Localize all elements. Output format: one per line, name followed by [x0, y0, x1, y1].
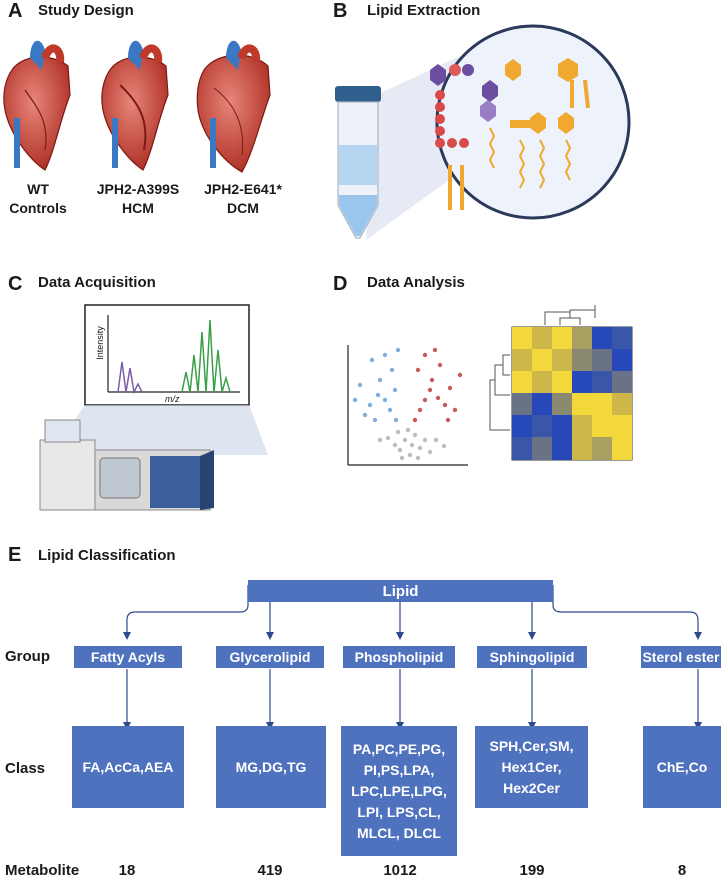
panel-c-letter: C [8, 273, 23, 295]
panel-c-title: Data Acquisition [38, 274, 156, 291]
metabolite-phospholipid: 1012 [383, 862, 417, 879]
panel-d-letter: D [333, 273, 348, 295]
panel-a-letter: A [8, 0, 23, 22]
row-label-metabolite: Metabolite [5, 862, 80, 879]
class-fatty-acyls: FA,AcCa,AEA [72, 726, 184, 808]
lipid-root-box: Lipid [248, 580, 553, 602]
mass-spectrum-icon [50, 304, 268, 455]
panel-b-title: Lipid Extraction [367, 2, 481, 19]
group-fatty-acyls: Fatty Acyls [74, 646, 182, 668]
metabolite-sphingolipid: 199 [519, 862, 545, 879]
heart-dcm-icon [196, 40, 271, 173]
group-phospholipid: Phospholipid [343, 646, 455, 668]
spectrum-xlabel: m/z [165, 394, 180, 404]
panel-e-letter: E [8, 544, 22, 566]
heatmap-icon [489, 305, 633, 461]
tube-icon [335, 24, 631, 240]
class-glycerolipid: MG,DG,TG [216, 726, 326, 808]
spectrum-ylabel: Intensity [95, 326, 105, 360]
tree-connectors [126, 585, 699, 722]
metabolite-fatty-acyls: 18 [118, 862, 136, 879]
group-glycerolipid: Glycerolipid [216, 646, 324, 668]
metabolite-glycerolipid: 419 [257, 862, 283, 879]
panel-b-letter: B [333, 0, 348, 22]
volcano-plot-icon [347, 345, 468, 466]
heart-hcm-icon [101, 40, 169, 171]
heart-hcm-label: JPH2-A399S HCM [96, 181, 180, 216]
heart-wt-label: WT Controls [9, 181, 67, 216]
row-label-class: Class [5, 760, 46, 777]
class-sterol-ester: ChE,Co [643, 726, 721, 808]
panel-e-title: Lipid Classification [38, 547, 176, 564]
group-sterol-ester-box: Sterol ester [641, 646, 721, 668]
row-label-group: Group [5, 648, 50, 665]
heart-wt-icon [3, 40, 71, 171]
heart-dcm-label: JPH2-E641* DCM [204, 181, 282, 216]
class-phospholipid: PA,PC,PE,PG, PI,PS,LPA, LPC,LPE,LPG, LPI… [341, 726, 457, 856]
class-sphingolipid: SPH,Cer,SM, Hex1Cer, Hex2Cer [475, 726, 588, 808]
metabolite-sterol-ester: 8 [677, 862, 687, 879]
panel-a-title: Study Design [38, 2, 134, 19]
group-sphingolipid: Sphingolipid [477, 646, 587, 668]
mass-spectrometer-icon [39, 419, 214, 511]
panel-d-title: Data Analysis [367, 274, 465, 291]
